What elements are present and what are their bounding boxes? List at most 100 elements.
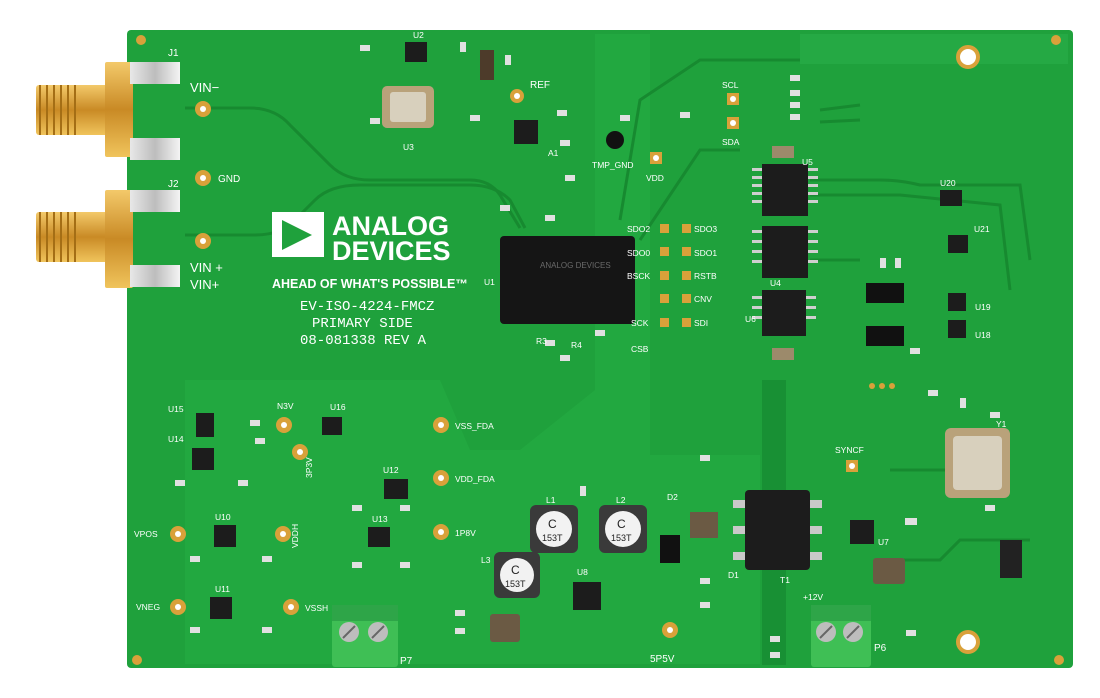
plane-right [800,34,1068,64]
testpoint-vin-minus[interactable] [195,101,211,117]
pin-sdo3: SDO3 [694,224,717,234]
pin-cnv: CNV [694,294,712,304]
refdes: U20 [940,178,956,188]
capacitor-c39 [873,558,905,584]
pin-bsck: BSCK [627,271,650,281]
label-vin-minus: VIN− [190,80,219,95]
testpoint-vdd[interactable] [650,152,662,164]
refdes: U10 [215,512,231,522]
refdes: U13 [372,514,388,524]
label-syncf: SYNCF [835,445,864,455]
pin-sck: SCK [631,318,649,328]
refdes: U16 [330,402,346,412]
refdes: U8 [577,567,588,577]
sma-connector-j1[interactable] [36,62,180,160]
jumper-p1[interactable] [866,283,904,303]
label-vneg: VNEG [136,602,160,612]
mount-hole [1051,35,1061,45]
label-vss-fda: VSS_FDA [455,421,494,431]
label-gnd: GND [218,174,240,185]
testpoint-syncf[interactable] [846,460,858,472]
ic-u18 [948,320,966,338]
board-side: PRIMARY SIDE [312,316,413,332]
mount-hole-large [956,630,980,654]
testpoint-sda[interactable] [727,117,739,129]
testpoint-n3v[interactable] [276,417,292,433]
testpoint-vssh[interactable] [283,599,299,615]
diode-d1 [690,512,718,538]
analog-section-ics [192,413,408,619]
refdes: U1 [484,277,495,287]
testpoint-vss-fda[interactable] [433,417,449,433]
inductor-l1-value: 153T [542,533,563,543]
label-12v: +12V [803,592,823,602]
ic-u6-isolator [752,290,816,336]
inductor-l1: C 153T [530,505,578,553]
ic-u7 [850,520,874,544]
refdes: T1 [780,575,790,585]
refdes: U18 [975,330,991,340]
capacitor-c86 [772,146,794,158]
inductor-l3: C 153T [494,552,540,598]
label-scl: SCL [722,80,739,90]
inductor-l2: C 153T [599,505,647,553]
testpoint-5p5v[interactable] [662,622,678,638]
refdes: U4 [770,278,781,288]
pin-sdo2: SDO2 [627,224,650,234]
refdes: D2 [667,492,678,502]
testpoint-vneg[interactable] [170,599,186,615]
refdes: L1 [546,495,556,505]
ic-u2 [405,42,427,62]
testpoint-1p8v[interactable] [433,524,449,540]
label-vpos: VPOS [134,529,158,539]
refdes: U7 [878,537,889,547]
refdes: U21 [974,224,990,234]
inductor-l2-value: 153T [611,533,632,543]
testpoint-vddh[interactable] [275,526,291,542]
digital-pins-right [682,224,691,327]
refdes: R3 [536,336,547,346]
refdes: L3 [481,555,491,565]
refdes: U19 [975,302,991,312]
transformer-t1 [733,490,822,570]
crystal-y1 [945,428,1010,498]
mount-hole [136,35,146,45]
brand-analog: ANALOG [332,211,449,241]
mount-hole [132,655,142,665]
pad [889,383,895,389]
refdes: Y1 [996,419,1007,429]
label-j2: J2 [168,179,179,190]
label-sda: SDA [722,137,740,147]
testpoint-ref[interactable] [510,89,524,103]
label-5p5v: 5P5V [650,654,675,665]
brand-devices: DEVICES [332,236,451,266]
label-p7: P7 [400,656,413,667]
pad [879,383,885,389]
testpoint-vdd-fda[interactable] [433,470,449,486]
ic-u5-isolator [752,164,818,216]
u1-marking: ANALOG DEVICES [540,261,611,270]
ic-u3-vref [382,86,434,128]
refdes: U11 [215,584,230,594]
label-ref: REF [530,80,550,91]
refdes: U5 [802,157,813,167]
refdes: A1 [548,148,559,158]
terminal-block-p7[interactable] [332,605,398,667]
capacitor-c45 [490,614,520,642]
testpoint-scl[interactable] [727,93,739,105]
jumper-p2[interactable] [866,326,904,346]
testpoint-vin-plus[interactable] [195,233,211,249]
pin-sdo0: SDO0 [627,248,650,258]
label-j1: J1 [168,48,179,59]
refdes: U14 [168,434,184,444]
refdes: U2 [413,30,424,40]
board-model: EV-ISO-4224-FMCZ [300,299,434,315]
terminal-block-p6[interactable] [811,605,871,667]
refdes: D1 [728,570,739,580]
label-3p3v: 3P3V [304,457,314,478]
sma-connector-j2[interactable] [36,190,180,288]
testpoint-3p3v[interactable] [292,444,308,460]
ic-u21 [948,235,968,253]
testpoint-gnd[interactable] [195,170,211,186]
testpoint-vpos[interactable] [170,526,186,542]
